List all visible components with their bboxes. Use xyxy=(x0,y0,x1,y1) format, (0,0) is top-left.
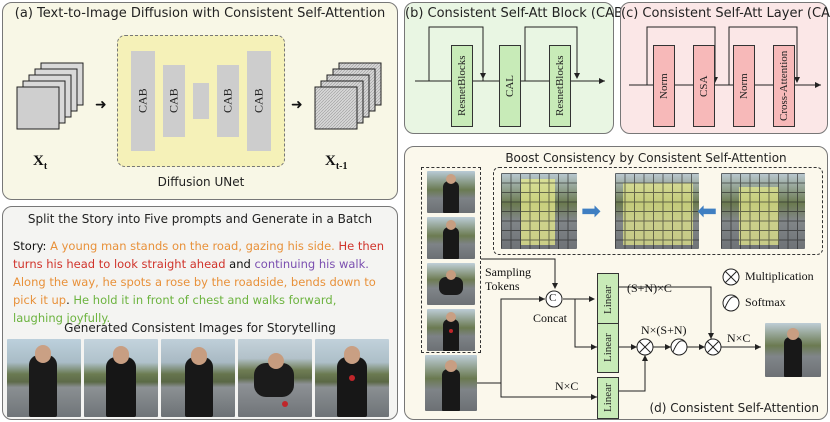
sampling-tokens-label: Sampling Tokens xyxy=(485,265,532,293)
panel-story: Split the Story into Five prompts and Ge… xyxy=(2,206,398,420)
current-image xyxy=(425,355,477,411)
panel-d-caption: (d) Consistent Self-Attention xyxy=(649,401,819,415)
cal-norm-block-1: Norm xyxy=(653,45,675,127)
dim-out-label: N×C xyxy=(727,331,751,345)
story-segment-4: continuing his walk. xyxy=(250,257,369,271)
dim-top-label: (S+N)×C xyxy=(627,281,672,295)
batch-image-3 xyxy=(427,263,475,305)
generated-image-4 xyxy=(238,339,312,417)
concat-label: Concat xyxy=(533,311,567,325)
panel-c: (c) Consistent Self-Att Layer (CAL) Norm… xyxy=(620,2,830,134)
input-label: Xt xyxy=(33,153,48,172)
batch-image-2 xyxy=(427,217,475,259)
story-prefix: Story: xyxy=(13,239,47,253)
story-text: Story: A young man stands on the road, g… xyxy=(13,237,389,327)
input-batch-frame xyxy=(421,167,481,353)
panel-d-title: Boost Consistency by Consistent Self-Att… xyxy=(505,151,787,165)
output-image xyxy=(765,323,821,377)
cab-cal-block: CAL xyxy=(499,45,521,127)
unet-block-cab-3: CAB xyxy=(217,65,239,137)
panel-b-title: (b) Consistent Self-Att Block (CAB) xyxy=(405,6,628,21)
story-segment-5: Along the way, he spots a rose by the ro… xyxy=(13,275,376,307)
linear-block-middle: Linear xyxy=(597,323,619,373)
panel-a: (a) Text-to-Image Diffusion with Consist… xyxy=(2,2,398,200)
unet-label: Diffusion UNet xyxy=(157,175,245,189)
arrow-right-icon: ➜ xyxy=(95,97,107,113)
unet-block-cab-2: CAB xyxy=(163,65,185,137)
batch-image-1 xyxy=(427,171,475,213)
linear-block-bottom: Linear xyxy=(597,377,619,419)
blue-arrow-right-icon: ➡ xyxy=(581,197,602,225)
story-segment-3: and xyxy=(225,257,251,271)
panel-d: Boost Consistency by Consistent Self-Att… xyxy=(404,146,828,420)
story-panel-title: Split the Story into Five prompts and Ge… xyxy=(27,212,373,226)
output-label: Xt-1 xyxy=(325,153,348,172)
story-segment-2: He then turns his head to look straight … xyxy=(13,239,385,271)
batch-image-4 xyxy=(427,309,475,351)
story-segment-1: A young man stands on the road, gazing h… xyxy=(46,239,335,253)
csa-computation-graph xyxy=(477,258,761,400)
story-segment-6: . xyxy=(66,293,70,307)
attention-maps-frame xyxy=(493,167,823,255)
panel-c-title: (c) Consistent Self-Att Layer (CAL) xyxy=(621,6,830,21)
legend-softmax: Softmax xyxy=(745,295,786,309)
dim-bottom-label: N×C xyxy=(555,379,579,393)
story-segment-7: He hold it in front of chest and walks f… xyxy=(13,293,337,325)
generated-image-5 xyxy=(315,339,389,417)
output-latent-stack xyxy=(314,62,382,130)
attention-map-right xyxy=(721,173,805,249)
cab-resnet-block-1: ResnetBlocks xyxy=(451,45,473,127)
cab-resnet-block-2: ResnetBlocks xyxy=(549,45,571,127)
dim-mid-label: N×(S+N) xyxy=(641,323,687,337)
legend-multiplication: Multiplication xyxy=(745,269,814,283)
linear-block-top: Linear xyxy=(597,273,619,327)
unet-bottleneck xyxy=(193,83,209,119)
cal-norm-block-2: Norm xyxy=(733,45,755,127)
attention-map-center xyxy=(615,173,699,249)
concat-symbol: C xyxy=(549,292,557,304)
generated-image-2 xyxy=(84,339,158,417)
cal-cross-attention-block: Cross-Attention xyxy=(773,45,795,127)
arrow-right-icon: ➜ xyxy=(291,97,303,113)
panel-a-title: (a) Text-to-Image Diffusion with Consist… xyxy=(14,6,386,21)
panel-b: (b) Consistent Self-Att Block (CAB) Resn… xyxy=(404,2,628,134)
unet-block-cab-4: CAB xyxy=(247,51,271,151)
input-latent-stack xyxy=(16,62,84,130)
generated-image-3 xyxy=(161,339,235,417)
generated-image-1 xyxy=(7,339,81,417)
cal-csa-block: CSA xyxy=(693,45,715,127)
generated-images-title: Generated Consistent Images for Storytel… xyxy=(64,321,336,335)
attention-map-left xyxy=(501,173,577,249)
blue-arrow-left-icon: ⬅ xyxy=(697,197,718,225)
unet-block-cab-1: CAB xyxy=(131,51,155,151)
